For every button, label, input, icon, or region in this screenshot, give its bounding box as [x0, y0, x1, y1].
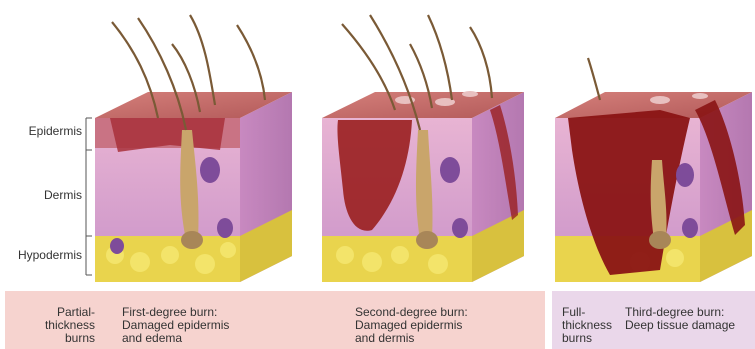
epidermis-label: Epidermis [2, 124, 82, 138]
second-degree-caption: Second-degree burn: Damaged epidermis an… [355, 306, 535, 345]
full-thickness-label: Full- thickness burns [562, 306, 622, 345]
layer-bracket [86, 118, 92, 275]
partial-thickness-label: Partial- thickness burns [20, 306, 95, 345]
third-degree-caption: Third-degree burn: Deep tissue damage [625, 306, 755, 332]
second-degree-block [322, 15, 524, 282]
first-degree-caption: First-degree burn: Damaged epidermis and… [122, 306, 302, 345]
hairs [588, 58, 600, 100]
hypodermis-label: Hypodermis [2, 248, 82, 262]
first-degree-block [95, 15, 292, 282]
third-degree-block [555, 58, 752, 282]
dermis-label: Dermis [2, 188, 82, 202]
